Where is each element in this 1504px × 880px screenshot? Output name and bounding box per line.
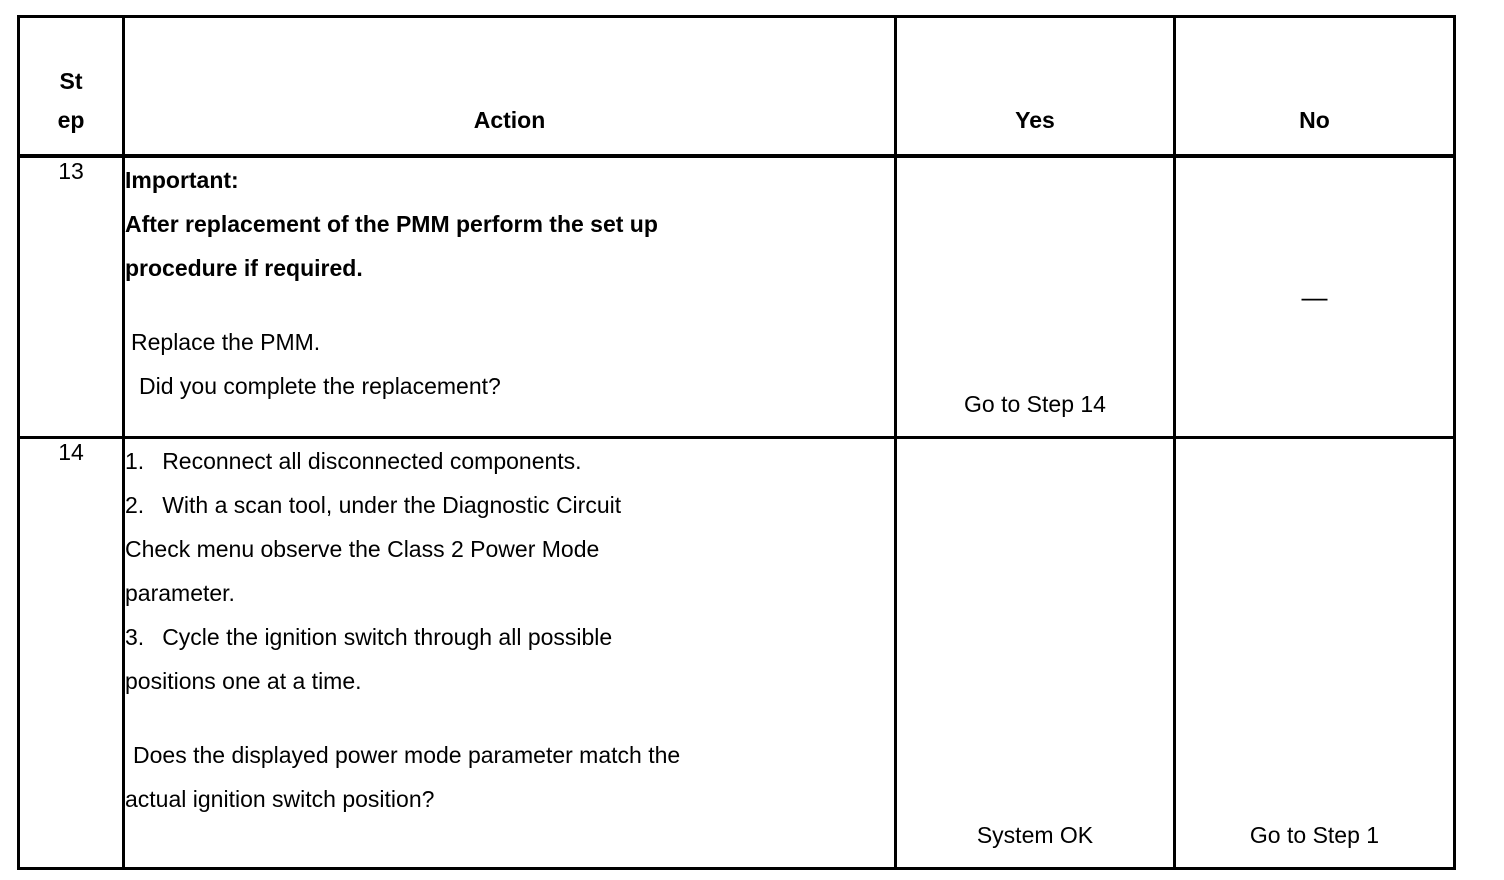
no-cell-step-14: Go to Step 1: [1173, 436, 1456, 870]
column-header-yes-label: Yes: [1015, 107, 1055, 133]
yes-answer-step-13: Go to Step 14: [964, 391, 1106, 417]
list-item-2-line-3: parameter.: [125, 580, 235, 606]
table-row: 13 Important: After replacement of the P…: [17, 154, 1456, 439]
diagnostic-table: St ep Action Yes No 13: [17, 15, 1456, 870]
action-line-question-14-part2: actual ignition switch position?: [125, 786, 435, 812]
numbered-list-step-14: 1. Reconnect all disconnected components.…: [125, 439, 894, 703]
action-line-question-14-part1: Does the displayed power mode parameter …: [133, 742, 681, 768]
yes-cell-step-13: Go to Step 14: [894, 154, 1176, 439]
important-note-block: Important: After replacement of the PMM …: [125, 158, 894, 290]
important-label: Important:: [125, 167, 239, 193]
paragraph-spacer: [125, 290, 894, 320]
list-item-3: 3. Cycle the ignition switch through all …: [125, 615, 894, 659]
action-line-replace-pmm: Replace the PMM.: [131, 329, 321, 355]
list-item-2-number: 2.: [125, 492, 145, 518]
step-number-13: 13: [17, 154, 125, 439]
list-item-2-line-2: Check menu observe the Class 2 Power Mod…: [125, 536, 600, 562]
table-header: St ep Action Yes No: [17, 15, 1456, 158]
important-line-1: After replacement of the PMM perform the…: [125, 211, 658, 237]
list-item-1-line-1: Reconnect all disconnected components.: [162, 448, 582, 474]
table-row: 14 1. Reconnect all disconnected componen…: [17, 436, 1456, 870]
action-cell-step-14: 1. Reconnect all disconnected components.…: [122, 436, 897, 870]
question-block-step-14: Does the displayed power mode parameter …: [125, 733, 894, 821]
list-item-1: 1. Reconnect all disconnected components.: [125, 439, 894, 483]
step-number-14: 14: [17, 436, 125, 870]
no-answer-step-13: —: [1301, 282, 1328, 312]
column-header-no: No: [1173, 15, 1456, 158]
action-cell-step-13: Important: After replacement of the PMM …: [122, 154, 897, 439]
action-body-step-13: Replace the PMM. Did you complete the re…: [125, 320, 894, 408]
column-header-yes: Yes: [894, 15, 1176, 158]
list-item-3-number: 3.: [125, 624, 145, 650]
list-item-2-line-1: With a scan tool, under the Diagnostic C…: [162, 492, 622, 518]
paragraph-spacer: [125, 703, 894, 733]
column-header-action-label: Action: [473, 107, 546, 133]
column-header-no-label: No: [1299, 107, 1330, 133]
column-header-step-line1: St: [59, 68, 83, 94]
no-cell-step-13: —: [1173, 154, 1456, 439]
list-item-2: 2. With a scan tool, under the Diagnostic…: [125, 483, 894, 527]
column-header-step: St ep: [17, 15, 125, 158]
list-item-3-line-2: positions one at a time.: [125, 668, 362, 694]
important-line-2: procedure if required.: [125, 255, 363, 281]
no-answer-step-14: Go to Step 1: [1249, 822, 1380, 848]
list-item-3-line-1: Cycle the ignition switch through all po…: [162, 624, 613, 650]
list-item-1-number: 1.: [125, 448, 145, 474]
yes-cell-step-14: System OK: [894, 436, 1176, 870]
action-line-question-13: Did you complete the replacement?: [139, 373, 501, 399]
column-header-step-line2: ep: [57, 107, 85, 133]
table-body: 13 Important: After replacement of the P…: [17, 154, 1456, 870]
column-header-action: Action: [122, 15, 897, 158]
table-header-row: St ep Action Yes No: [17, 15, 1456, 158]
yes-answer-step-14: System OK: [976, 822, 1094, 848]
